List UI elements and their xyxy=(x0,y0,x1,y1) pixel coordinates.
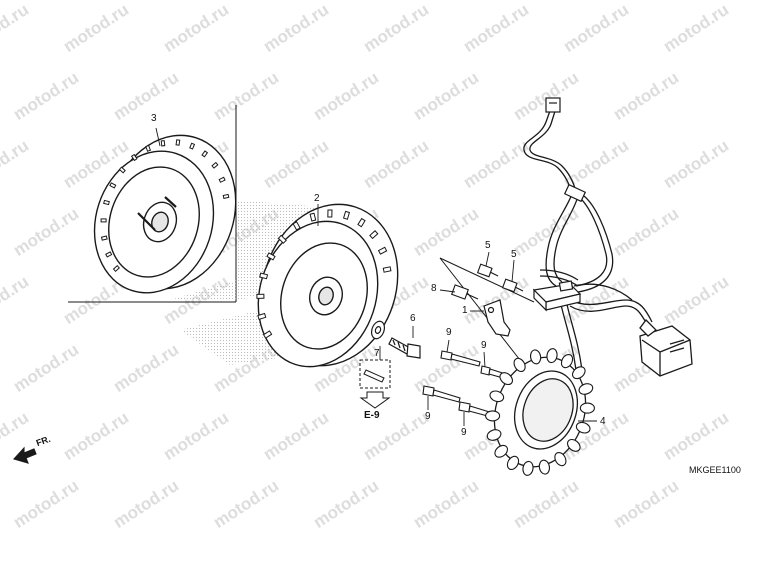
stator-tooth xyxy=(506,455,520,471)
rotor-slot xyxy=(377,246,388,255)
flywheel-slot xyxy=(189,142,196,150)
rotor-slot xyxy=(292,221,301,231)
stator-tooth xyxy=(486,429,502,441)
rotor-slot xyxy=(357,217,366,228)
stator-tooth xyxy=(578,383,594,395)
rotor-slot xyxy=(382,266,392,273)
flywheel-slot xyxy=(100,218,107,223)
rotor-slot xyxy=(342,210,351,220)
callout-5a: 5 xyxy=(485,240,491,251)
callout-5b: 5 xyxy=(511,249,517,260)
flywheel-slot xyxy=(100,235,108,241)
front-arrow-icon xyxy=(12,446,37,464)
callout-9c: 9 xyxy=(425,411,431,422)
stator-tooth xyxy=(538,459,551,475)
top-connector xyxy=(545,97,561,113)
callout-4: 4 xyxy=(600,416,606,427)
rotor-slot xyxy=(262,330,273,339)
stator-tooth xyxy=(571,366,586,380)
flywheel-slot xyxy=(175,139,181,146)
bracket-part-1 xyxy=(483,299,511,337)
rotor-slot xyxy=(309,212,317,222)
stator-part-4 xyxy=(493,356,587,468)
stator-tooth xyxy=(546,348,558,364)
flywheel-slot xyxy=(201,150,209,158)
mount-plane xyxy=(439,257,535,361)
rotor-slot xyxy=(369,230,379,240)
rotor-part-2 xyxy=(257,203,399,368)
flywheel-slot xyxy=(160,140,166,147)
rotor-slot xyxy=(277,234,287,244)
rotor-slot xyxy=(256,293,265,299)
callout-7: 7 xyxy=(374,348,380,359)
rotor-slot xyxy=(259,272,269,280)
callout-9b: 9 xyxy=(481,340,487,351)
flywheel-slot xyxy=(145,144,152,152)
stator-tooth xyxy=(499,372,514,386)
rotor-slot xyxy=(257,312,267,320)
leader-lines xyxy=(155,127,597,426)
coupler-block xyxy=(532,280,582,312)
flywheel-slot xyxy=(130,153,138,162)
flywheel-slot xyxy=(218,176,226,183)
rotor-2-slots xyxy=(256,209,392,339)
stator-tooth xyxy=(529,349,542,365)
stator-4-teeth xyxy=(485,348,595,476)
callout-9d: 9 xyxy=(461,427,467,438)
callout-3: 3 xyxy=(151,113,157,124)
harness-clamp xyxy=(563,183,587,203)
bolt-part-8 xyxy=(451,284,479,300)
callout-8: 8 xyxy=(431,283,437,294)
washer-part-7 xyxy=(370,320,386,340)
flywheel-slot xyxy=(211,161,219,169)
diagram-code: MKGEE1100 xyxy=(689,465,741,475)
stator-tooth xyxy=(554,451,567,467)
flywheel-slot xyxy=(118,166,126,174)
stator-tooth xyxy=(489,390,505,403)
stator-tooth xyxy=(579,402,595,414)
callout-9a: 9 xyxy=(446,327,452,338)
reference-box xyxy=(359,359,391,409)
flywheel-slot xyxy=(222,193,230,199)
wire-harness xyxy=(523,107,653,371)
stator-tooth xyxy=(575,421,591,434)
stator-tooth xyxy=(513,357,526,373)
flywheel-slot xyxy=(105,251,113,258)
flywheel-slot xyxy=(103,199,110,206)
callout-6: 6 xyxy=(410,313,416,324)
callout-1: 1 xyxy=(462,305,468,316)
flywheel-part-3 xyxy=(93,134,237,294)
flywheel-slot xyxy=(112,265,120,272)
bolt-part-5 xyxy=(476,263,524,293)
bolt-part-6 xyxy=(388,337,421,359)
stator-tooth xyxy=(560,353,574,369)
flywheel-3-slots xyxy=(100,139,230,272)
main-connector xyxy=(639,319,693,377)
stator-tooth xyxy=(485,410,501,422)
callout-2: 2 xyxy=(314,193,320,204)
rotor-slot xyxy=(266,252,276,261)
stator-tooth xyxy=(494,444,509,458)
stator-tooth xyxy=(566,438,581,452)
flywheel-slot xyxy=(109,182,117,189)
stator-tooth xyxy=(522,460,534,476)
rotor-slot xyxy=(327,209,333,218)
reference-label: E-9 xyxy=(364,410,380,421)
